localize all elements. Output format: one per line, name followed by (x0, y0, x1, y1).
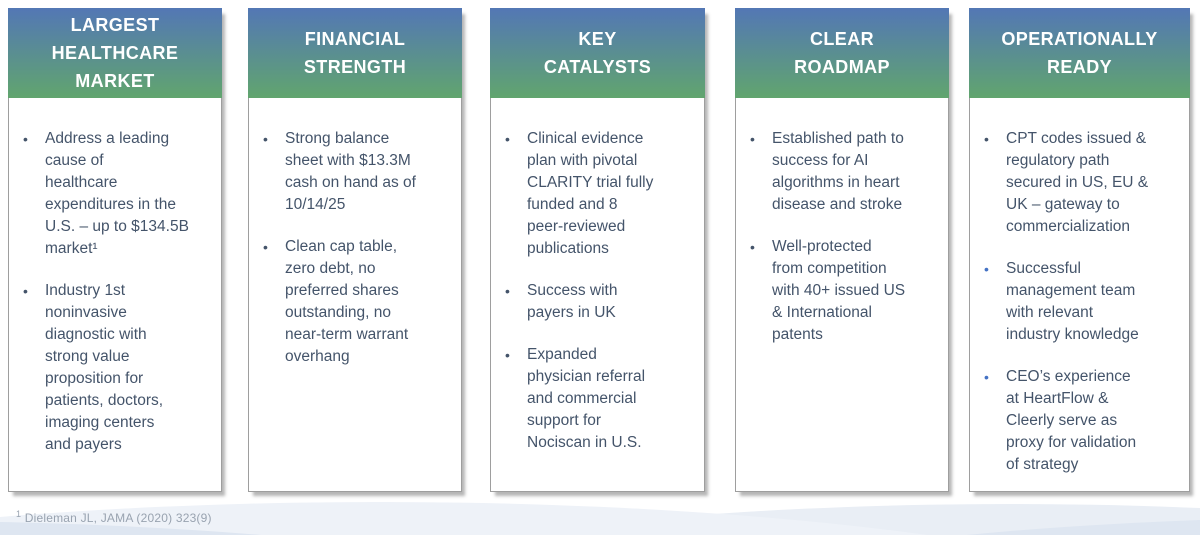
bullet-item: • Established path to success for AI alg… (750, 128, 940, 216)
footnote-text: Dieleman JL, JAMA (2020) 323(9) (21, 511, 212, 525)
bullet-text: Address a leading cause of healthcare ex… (45, 130, 189, 257)
bullet-text: Successful management team with relevant… (1006, 260, 1139, 343)
bullet-marker: • (750, 131, 755, 147)
footnote: 1 Dieleman JL, JAMA (2020) 323(9) (16, 509, 212, 525)
pillar-header: FINANCIAL STRENGTH (248, 8, 462, 98)
pillar-body: • CPT codes issued & regulatory path sec… (970, 98, 1189, 506)
footnote-superscript: 1 (16, 509, 22, 519)
pillar-title: KEY CATALYSTS (543, 29, 652, 77)
pillar-title: LARGEST HEALTHCARE MARKET (51, 15, 179, 91)
bullet-item: • Clinical evidence plan with pivotal CL… (505, 128, 696, 260)
bullet-item: • Success with payers in UK (505, 280, 696, 324)
pillar-title: CLEAR ROADMAP (794, 29, 890, 77)
bullet-text: Success with payers in UK (527, 282, 618, 321)
bullet-text: CEO’s experience at HeartFlow & Cleerly … (1006, 368, 1137, 473)
pillar-header: CLEAR ROADMAP (735, 8, 949, 98)
bullet-marker: • (984, 261, 989, 277)
bullet-marker: • (505, 283, 510, 299)
pillar-header: KEY CATALYSTS (490, 8, 705, 98)
pillar-header: OPERATIONALLY READY (969, 8, 1190, 98)
pillar-title: FINANCIAL STRENGTH (303, 29, 407, 77)
pillar-body: • Clinical evidence plan with pivotal CL… (491, 98, 704, 484)
bullet-item: • Strong balance sheet with $13.3M cash … (263, 128, 453, 216)
pillar-card-operationally-ready: OPERATIONALLY READY • CPT codes issued &… (969, 8, 1190, 492)
bullet-item: • CPT codes issued & regulatory path sec… (984, 128, 1181, 238)
bullet-item: • Address a leading cause of healthcare … (23, 128, 213, 260)
bullet-marker: • (263, 239, 268, 255)
bullet-marker: • (750, 239, 755, 255)
bullet-item: • CEO’s experience at HeartFlow & Cleerl… (984, 366, 1181, 476)
bullet-item: • Expanded physician referral and commer… (505, 344, 696, 454)
pillar-card-key-catalysts: KEY CATALYSTS • Clinical evidence plan w… (490, 8, 705, 492)
bullet-text: Well-protected from competition with 40+… (772, 238, 906, 343)
bullet-text: CPT codes issued & regulatory path secur… (1006, 130, 1149, 235)
pillar-header: LARGEST HEALTHCARE MARKET (8, 8, 222, 98)
bullet-marker: • (23, 131, 28, 147)
bullet-item: • Successful management team with releva… (984, 258, 1181, 346)
bullet-item: • Industry 1st noninvasive diagnostic wi… (23, 280, 213, 456)
bullet-text: Strong balance sheet with $13.3M cash on… (285, 130, 416, 213)
pillar-body: • Strong balance sheet with $13.3M cash … (249, 98, 461, 398)
bullet-text: Industry 1st noninvasive diagnostic with… (45, 282, 164, 453)
bullet-marker: • (505, 347, 510, 363)
bullet-marker: • (23, 283, 28, 299)
bullet-text: Expanded physician referral and commerci… (527, 346, 646, 451)
bullet-item: • Clean cap table, zero debt, no preferr… (263, 236, 453, 368)
pillar-body: • Address a leading cause of healthcare … (9, 98, 221, 486)
pillar-title: OPERATIONALLY READY (1001, 29, 1158, 77)
bullet-text: Established path to success for AI algor… (772, 130, 904, 213)
pillar-card-financial-strength: FINANCIAL STRENGTH • Strong balance shee… (248, 8, 462, 492)
bullet-marker: • (984, 369, 989, 385)
bullet-marker: • (263, 131, 268, 147)
bullet-text: Clinical evidence plan with pivotal CLAR… (527, 130, 654, 257)
bullet-marker: • (505, 131, 510, 147)
bullet-item: • Well-protected from competition with 4… (750, 236, 940, 346)
pillar-card-largest-healthcare-market: LARGEST HEALTHCARE MARKET • Address a le… (8, 8, 222, 492)
pillar-card-clear-roadmap: CLEAR ROADMAP • Established path to succ… (735, 8, 949, 492)
bullet-text: Clean cap table, zero debt, no preferred… (285, 238, 409, 365)
wave-decoration-band (0, 495, 1200, 535)
pillar-body: • Established path to success for AI alg… (736, 98, 948, 376)
bullet-marker: • (984, 131, 989, 147)
